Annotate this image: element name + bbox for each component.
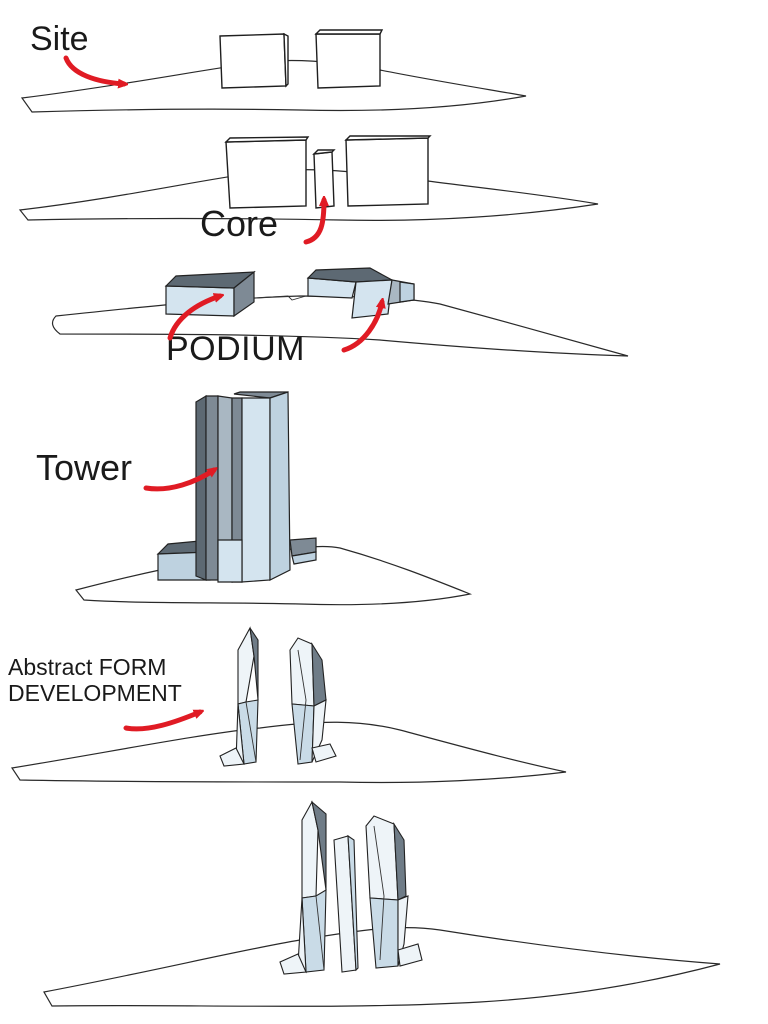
core-label: Core [200,203,278,244]
final-tower-right [365,815,423,969]
podium-block-left [164,270,256,318]
core-arrow [303,200,324,245]
abstract-label-line2: DEVELOPMENT [8,680,182,706]
abstract-plate [10,721,567,784]
tower-slab-right [233,391,291,583]
step-abstract: Abstract FORM DEVELOPMENT [8,626,567,784]
site-building-left [219,32,289,89]
abstract-label-line1: Abstract FORM [8,654,166,680]
abstract-arrow [123,709,200,732]
step-podium: PODIUM [51,267,629,368]
final-core-slab [333,834,359,973]
final-tower-left [279,800,327,975]
core-plate [18,168,599,221]
core-building-right [344,135,432,207]
abstract-tower-left [219,626,259,767]
podium-label: PODIUM [166,330,305,368]
site-building-right [314,29,384,89]
core-building-left [224,136,310,209]
podium-plate [51,295,629,357]
step-core: Core [18,135,599,245]
step-tower: Tower [36,391,473,606]
tower-arrow [143,470,214,492]
site-label: Site [30,20,89,58]
step-site: Site [20,20,527,113]
abstract-tower-right [289,637,337,765]
tower-label: Tower [36,447,132,488]
site-arrow [63,55,124,84]
podium-arrow-left [167,296,220,341]
step-final [43,800,721,1007]
core-shaft [312,149,336,209]
podium-arrow-right [341,302,382,353]
